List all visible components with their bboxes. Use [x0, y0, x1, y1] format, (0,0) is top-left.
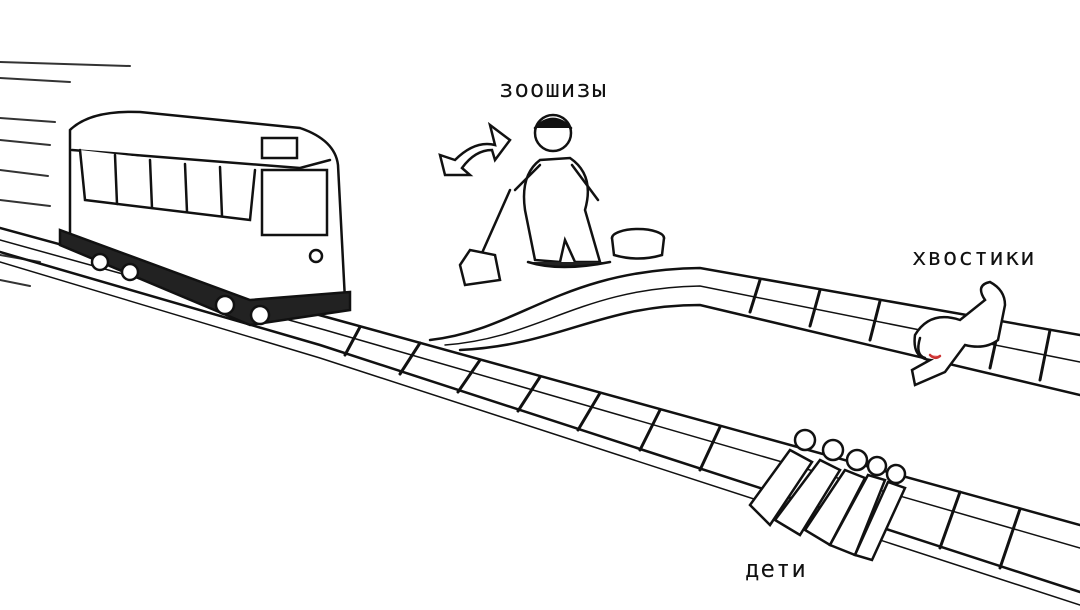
children [748, 428, 907, 562]
dog [910, 280, 1007, 387]
lever-person [458, 113, 666, 287]
speed-lines [0, 61, 131, 287]
lever-person-label: зоошизы [499, 75, 608, 103]
main-track-label: дети [745, 555, 807, 583]
switch-arrow-icon [438, 121, 512, 177]
tram [58, 110, 352, 327]
branch-track-label: хвостики [912, 243, 1036, 271]
branch-track [428, 266, 1080, 397]
